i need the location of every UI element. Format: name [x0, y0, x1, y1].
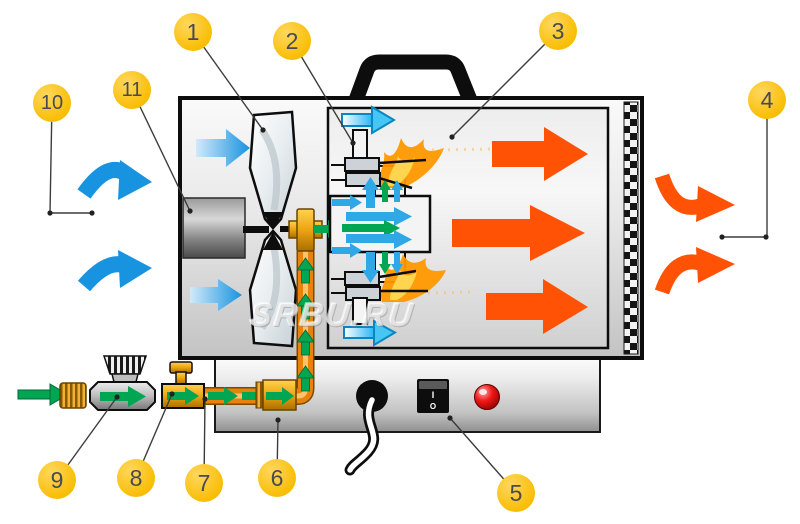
switch-on-mark: I	[432, 390, 435, 400]
burner-assembly	[328, 105, 499, 347]
power-switch: I O	[417, 379, 449, 413]
burner-nozzle	[344, 157, 380, 172]
callout-7: 7	[185, 464, 223, 502]
hose-coupling-nut	[59, 382, 87, 409]
callout-10: 10	[33, 84, 71, 122]
callout-4: 4	[748, 81, 786, 119]
indicator-lamp-icon	[474, 384, 500, 410]
fan-motor-assembly	[182, 110, 298, 348]
cold-air-arrow	[190, 279, 242, 311]
pressure-regulator	[89, 355, 156, 411]
gas-flow-arrow	[266, 387, 294, 405]
gas-flow-arrow	[17, 383, 69, 406]
air-flow-arrow	[341, 105, 396, 135]
electrode	[378, 158, 427, 165]
switch-off-mark: O	[430, 402, 436, 411]
outlet-grille	[623, 101, 639, 355]
gas-supply-line	[17, 208, 342, 411]
gas-flow-arrow	[296, 257, 315, 392]
hot-air-arrow	[452, 205, 585, 261]
callout-5: 5	[497, 474, 535, 512]
callout-11: 11	[113, 71, 151, 109]
hot-air-arrow	[492, 127, 588, 181]
hot-air-arrow	[486, 279, 588, 334]
callout-8: 8	[117, 459, 155, 497]
carry-handle-icon	[348, 54, 478, 108]
air-flow-arrow	[332, 195, 412, 258]
base-panel: I O	[214, 355, 601, 476]
electric-motor	[182, 197, 246, 259]
fan-hub	[263, 232, 283, 250]
hot-air-arrows	[452, 127, 735, 334]
fan-hub	[263, 212, 283, 230]
air-flow-arrow	[343, 319, 398, 347]
gas-flow-arrow	[100, 386, 146, 407]
burner-pipe-bottom	[352, 297, 368, 325]
callout-dots	[47, 127, 769, 423]
callout-1: 1	[174, 13, 212, 51]
callout-2: 2	[273, 22, 311, 60]
pipe-connector	[255, 379, 297, 411]
gas-flow-arrow	[167, 387, 199, 405]
gas-valve	[161, 361, 205, 409]
power-cord-icon	[344, 380, 388, 476]
hot-air-curved-arrow	[654, 254, 702, 295]
callout-9: 9	[38, 461, 76, 499]
motor-shaft	[243, 226, 269, 233]
hot-air-curved-arrow	[654, 173, 703, 215]
callout-6: 6	[258, 459, 296, 497]
cold-air-arrow	[196, 129, 250, 167]
flame-icon	[379, 138, 444, 188]
air-flow-arrow	[362, 252, 403, 283]
cold-air-arrows	[77, 129, 250, 311]
electrode	[378, 269, 417, 279]
callout-3: 3	[539, 12, 577, 50]
regulator-cap	[102, 355, 148, 375]
air-flow-arrow	[362, 177, 403, 208]
